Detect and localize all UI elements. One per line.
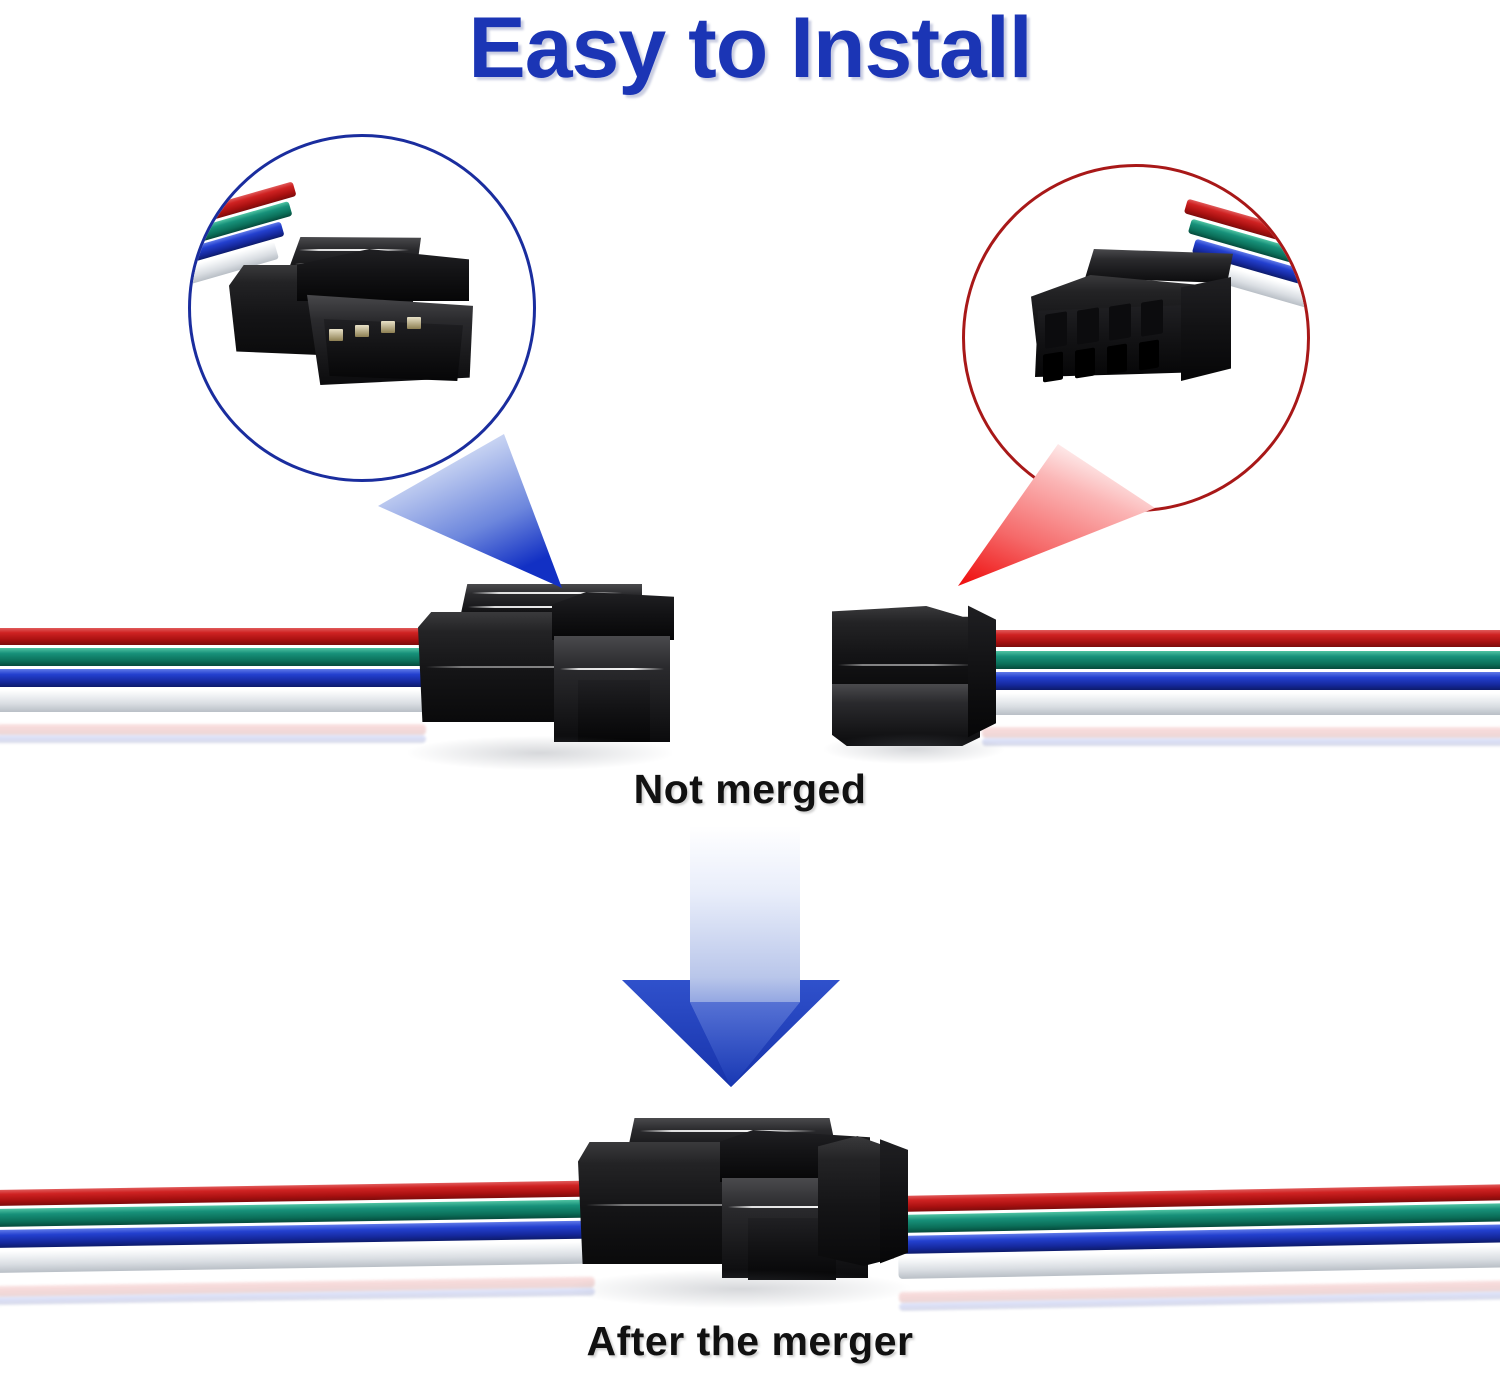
female-body-glint <box>838 664 974 666</box>
page-title: Easy to Install <box>468 0 1032 96</box>
white-wire <box>982 693 1500 715</box>
callout-tab-2 <box>1077 307 1099 345</box>
callout-slot-3 <box>1107 343 1127 375</box>
callout-pin-3 <box>381 321 395 333</box>
female-body <box>832 606 984 696</box>
connector-shadow <box>408 736 672 770</box>
red-wire <box>982 630 1500 647</box>
female-connector-shadow <box>824 734 1004 764</box>
wire-bundle-right-middle <box>982 614 1500 746</box>
red-wire-reflection <box>982 727 1500 738</box>
blue-wire <box>0 669 426 687</box>
callout-slot-2 <box>1075 347 1095 379</box>
wire-bundle-left-middle <box>0 612 426 743</box>
connector-nose-cavity <box>578 680 650 742</box>
male-connector-unmerged <box>402 568 684 770</box>
callout-tab-3 <box>1109 303 1131 341</box>
nose-glint <box>560 668 664 670</box>
female-connector-unmerged <box>824 588 1014 764</box>
caption-not-merged: Not merged <box>633 766 867 812</box>
callout-circle-male <box>188 134 536 482</box>
callout-slot-4 <box>1139 339 1159 371</box>
wire-bundle-left-bottom <box>0 1167 595 1306</box>
merged-connector-shadow <box>570 1270 910 1308</box>
callout-tab-1 <box>1045 311 1067 349</box>
callout-tab-4 <box>1141 299 1163 337</box>
red-wire-reflection <box>0 724 426 735</box>
red-wire <box>0 628 426 645</box>
body-glint <box>426 666 626 668</box>
merged-male-glint <box>586 1204 798 1206</box>
callout-female-cable-boot <box>1181 277 1231 381</box>
callout-pin-4 <box>407 317 421 329</box>
green-wire <box>982 651 1500 669</box>
callout-slot-1 <box>1043 351 1063 383</box>
callout-pin-2 <box>355 325 369 337</box>
caption-after-merger: After the merger <box>586 1318 914 1364</box>
merged-latch-glint-1 <box>640 1130 816 1132</box>
callout-pin-1 <box>329 329 343 341</box>
green-wire <box>0 648 426 666</box>
merge-down-arrow <box>622 826 840 1087</box>
latch-glint <box>472 592 622 594</box>
blue-wire <box>982 672 1500 690</box>
blue-wire-reflection <box>982 738 1500 746</box>
callout-male-connector <box>225 233 475 415</box>
merged-center-glint <box>728 1206 860 1208</box>
female-lower-skirt <box>832 684 980 746</box>
connector-mating-nose <box>552 592 674 640</box>
female-cable-boot <box>968 605 996 738</box>
white-wire <box>0 690 426 712</box>
callout-latch-glint-1 <box>299 249 409 251</box>
wire-bundle-right-bottom <box>897 1170 1500 1312</box>
merged-connector-pair <box>570 1108 920 1308</box>
callout-circle-female <box>962 164 1310 512</box>
blue-wire-reflection <box>0 735 426 743</box>
latch-glint-2 <box>468 606 618 608</box>
merged-cable-boot <box>880 1139 908 1264</box>
callout-female-connector <box>1013 247 1245 419</box>
